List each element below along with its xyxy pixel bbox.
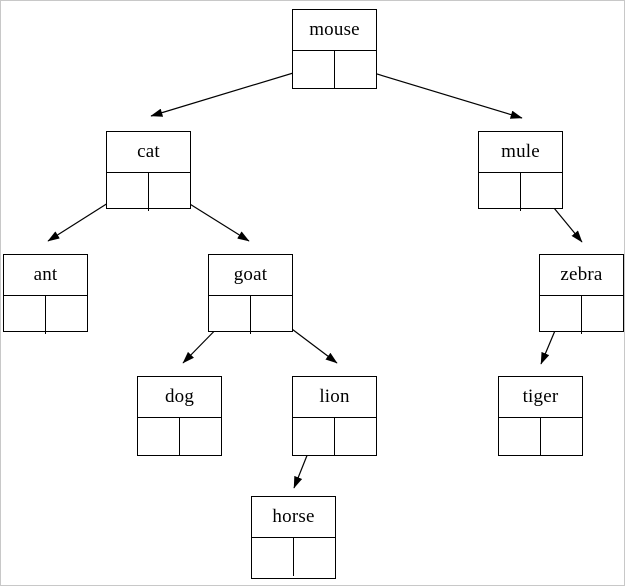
node-label-goat: goat [209, 255, 292, 296]
node-pointer-cells-dog [138, 418, 221, 456]
tree-node-horse[interactable]: horse [251, 496, 336, 579]
node-left-pointer-ant[interactable] [4, 296, 46, 334]
edge-mouse-to-cat [150, 66, 314, 117]
node-label-lion: lion [293, 377, 376, 418]
node-left-pointer-goat[interactable] [209, 296, 251, 334]
node-left-pointer-cat[interactable] [107, 173, 149, 211]
node-pointer-cells-mouse [293, 51, 376, 89]
tree-node-dog[interactable]: dog [137, 376, 222, 456]
node-label-tiger: tiger [499, 377, 582, 418]
node-left-pointer-mule[interactable] [479, 173, 521, 211]
edge-mouse-to-mule [353, 66, 523, 119]
node-left-pointer-mouse[interactable] [293, 51, 335, 89]
node-label-horse: horse [252, 497, 335, 538]
node-right-pointer-ant[interactable] [46, 296, 88, 334]
node-label-cat: cat [107, 132, 190, 173]
node-pointer-cells-mule [479, 173, 562, 211]
node-pointer-cells-zebra [540, 296, 623, 334]
tree-node-goat[interactable]: goat [208, 254, 293, 334]
node-right-pointer-mule[interactable] [521, 173, 563, 211]
node-pointer-cells-horse [252, 538, 335, 576]
node-right-pointer-horse[interactable] [294, 538, 336, 576]
node-right-pointer-goat[interactable] [251, 296, 293, 334]
node-pointer-cells-goat [209, 296, 292, 334]
node-pointer-cells-lion [293, 418, 376, 456]
tree-node-tiger[interactable]: tiger [498, 376, 583, 456]
tree-node-lion[interactable]: lion [292, 376, 377, 456]
node-label-ant: ant [4, 255, 87, 296]
node-right-pointer-lion[interactable] [335, 418, 377, 456]
node-right-pointer-dog[interactable] [180, 418, 222, 456]
node-pointer-cells-cat [107, 173, 190, 211]
node-label-dog: dog [138, 377, 221, 418]
tree-node-cat[interactable]: cat [106, 131, 191, 211]
node-left-pointer-zebra[interactable] [540, 296, 582, 334]
node-left-pointer-tiger[interactable] [499, 418, 541, 456]
node-left-pointer-dog[interactable] [138, 418, 180, 456]
node-right-pointer-tiger[interactable] [541, 418, 583, 456]
node-label-zebra: zebra [540, 255, 623, 296]
node-right-pointer-zebra[interactable] [582, 296, 624, 334]
tree-node-mouse[interactable]: mouse [292, 9, 377, 89]
node-label-mouse: mouse [293, 10, 376, 51]
node-pointer-cells-ant [4, 296, 87, 334]
node-left-pointer-horse[interactable] [252, 538, 294, 576]
tree-node-mule[interactable]: mule [478, 131, 563, 211]
node-left-pointer-lion[interactable] [293, 418, 335, 456]
node-pointer-cells-tiger [499, 418, 582, 456]
node-right-pointer-cat[interactable] [149, 173, 191, 211]
tree-node-ant[interactable]: ant [3, 254, 88, 334]
node-right-pointer-mouse[interactable] [335, 51, 377, 89]
node-label-mule: mule [479, 132, 562, 173]
tree-node-zebra[interactable]: zebra [539, 254, 624, 334]
